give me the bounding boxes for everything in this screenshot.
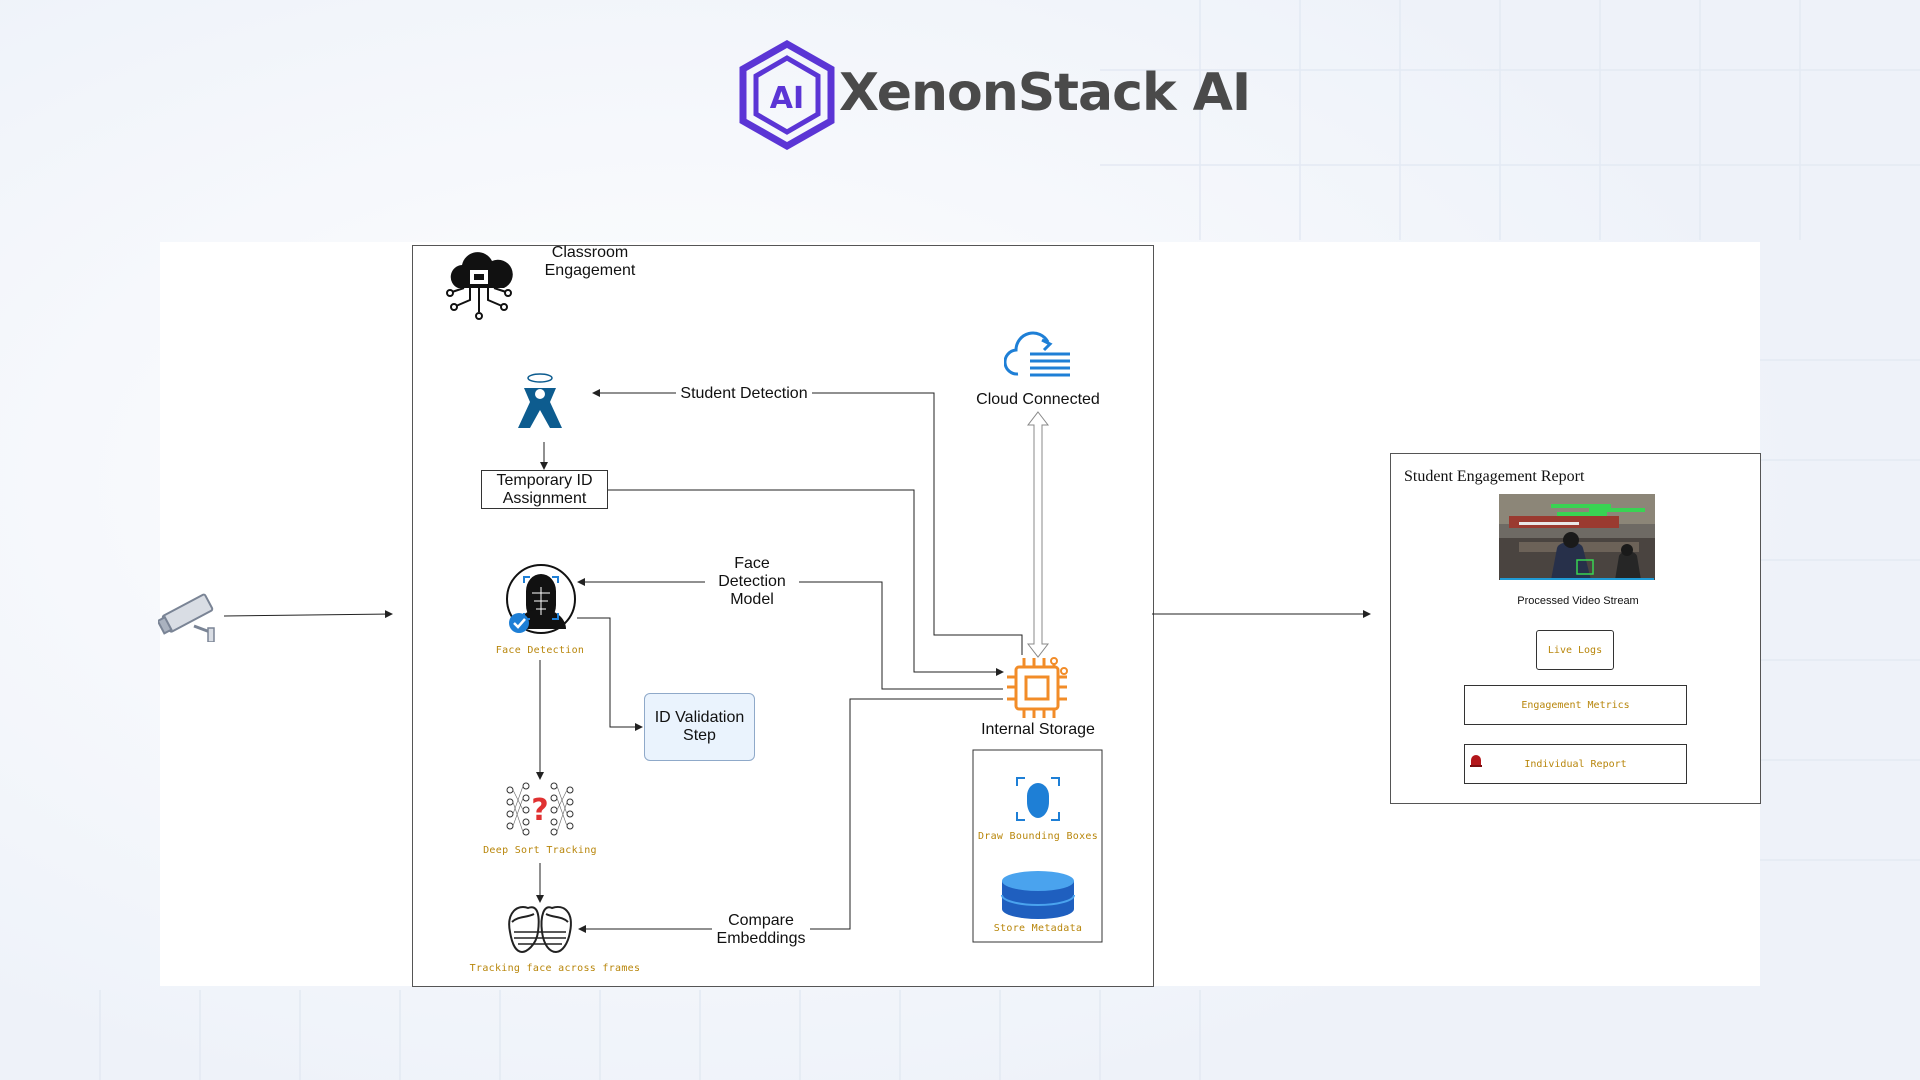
cloud-connected-icon [1004,331,1070,377]
cloud-network-icon [446,252,513,320]
tracking-face-label: Tracking face across frames [469,963,641,974]
deep-sort-label: Deep Sort Tracking [483,845,597,856]
live-logs-button[interactable]: Live Logs [1536,630,1614,670]
face-detection-icon [506,564,576,634]
svg-text:?: ? [531,793,548,828]
id-validation-box: ID Validation Step [644,693,755,761]
classroom-engagement-container [412,245,1154,987]
container-title: Classroom Engagement [544,244,636,279]
store-metadata-label: Store Metadata [993,923,1083,934]
alert-bell-icon [1470,755,1482,767]
student-detection-label: Student Detection [676,385,812,403]
cloud-connected-label: Cloud Connected [976,391,1100,408]
internal-storage-chip-icon [1007,657,1068,718]
video-caption: Processed Video Stream [1517,595,1639,607]
student-engagement-report-panel [1390,453,1761,804]
individual-report-button[interactable]: Individual Report [1464,744,1687,784]
draw-bounding-boxes-label: Draw Bounding Boxes [977,831,1099,842]
bounding-box-face-icon [1016,777,1060,821]
compare-embeddings-label: Compare Embeddings [712,912,810,948]
internal-storage-label: Internal Storage [981,721,1095,738]
logo-glyph: AI [770,81,804,116]
deep-sort-network-icon: ? [506,782,574,836]
temporary-id-box: Temporary ID Assignment [481,470,608,509]
diagram-canvas [160,242,1760,986]
brand-name: XenonStack AI [839,63,1251,123]
database-icon [1001,871,1075,919]
student-icon [518,373,562,428]
xenonstack-logo-icon: AI [739,40,835,150]
report-title: Student Engagement Report [1404,468,1585,485]
processed-video-thumbnail[interactable] [1499,494,1655,580]
individual-report-label: Individual Report [1524,758,1627,770]
face-detection-label: Face Detection [495,645,585,656]
tracking-faces-icon [508,906,572,954]
engagement-metrics-button[interactable]: Engagement Metrics [1464,685,1687,725]
cctv-camera-icon [158,593,215,642]
face-detection-model-label: Face Detection Model [705,555,799,609]
